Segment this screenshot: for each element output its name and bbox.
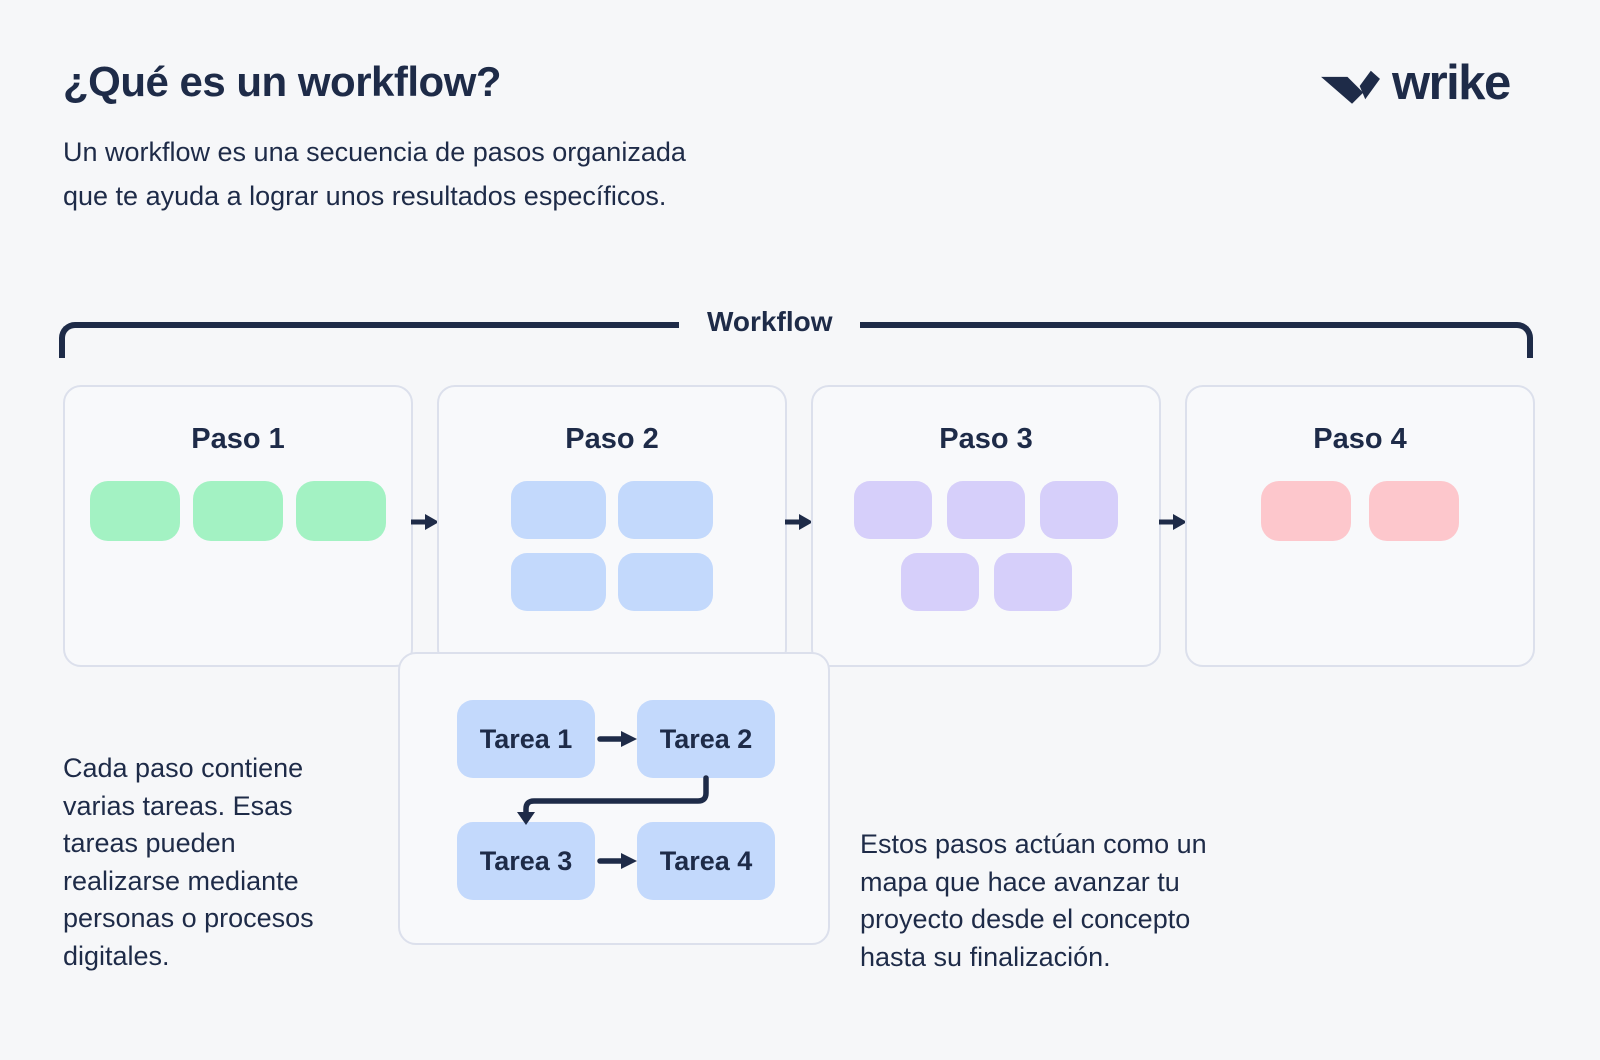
- task-block: [1369, 481, 1459, 541]
- task-block-row: [1261, 481, 1459, 541]
- task-block: [296, 481, 386, 541]
- bracket-line-left: [59, 322, 679, 358]
- task-card: Tarea 2: [637, 700, 775, 778]
- step-blocks: [1187, 481, 1533, 541]
- wrike-check-icon: [1321, 70, 1380, 104]
- wrike-logo: wrike: [1316, 55, 1511, 112]
- step-title: Paso 1: [191, 423, 285, 455]
- step-card-paso-1: Paso 1: [63, 385, 413, 667]
- step-card-paso-2: Paso 2: [437, 385, 787, 667]
- arrowhead: [621, 731, 637, 747]
- caption-left: Cada paso contiene varias tareas. Esas t…: [63, 753, 314, 971]
- step-blocks: [813, 481, 1159, 611]
- task-block: [1261, 481, 1351, 541]
- task-card: Tarea 1: [457, 700, 595, 778]
- task-card: Tarea 4: [637, 822, 775, 900]
- task-block: [511, 553, 606, 611]
- arrow-right-icon: [1159, 514, 1187, 530]
- task-block-row: [511, 481, 713, 539]
- task-block: [900, 553, 979, 611]
- task-block-row: [854, 481, 1118, 539]
- step-card-paso-3: Paso 3: [811, 385, 1161, 667]
- wrike-logo-text: wrike: [1392, 55, 1511, 110]
- workflow-bracket: Workflow: [59, 306, 1533, 358]
- caption-right: Estos pasos actúan como un mapa que hace…: [860, 829, 1207, 972]
- step-title: Paso 2: [565, 423, 659, 455]
- task-block: [193, 481, 283, 541]
- workflow-bracket-label: Workflow: [707, 306, 833, 337]
- task-block: [1040, 481, 1118, 539]
- task-block-row: [900, 553, 1072, 611]
- task-block: [993, 553, 1072, 611]
- step-title: Paso 4: [1313, 423, 1407, 455]
- task-block: [854, 481, 932, 539]
- task-block: [618, 553, 713, 611]
- elbow-task2-task3: [523, 775, 709, 816]
- task-block: [947, 481, 1025, 539]
- step-title: Paso 3: [939, 423, 1033, 455]
- task-detail-panel: Tarea 1 Tarea 2 Tarea 3 Tarea 4: [398, 652, 830, 945]
- step-card-paso-4: Paso 4: [1185, 385, 1535, 667]
- task-card: Tarea 3: [457, 822, 595, 900]
- page-subtitle: Un workflow es una secuencia de pasos or…: [63, 137, 686, 211]
- task-block: [90, 481, 180, 541]
- task-block: [511, 481, 606, 539]
- bracket-line-right: [860, 322, 1533, 358]
- task-block-row: [511, 553, 713, 611]
- arrowhead: [621, 853, 637, 869]
- arrow-right-icon: [411, 514, 439, 530]
- task-block-row: [90, 481, 386, 541]
- task-flow-connectors: [517, 731, 709, 869]
- page-title: ¿Qué es un workflow?: [63, 58, 502, 105]
- arrow-right-icon: [785, 514, 813, 530]
- step-blocks: [65, 481, 411, 541]
- step-blocks: [439, 481, 785, 611]
- task-block: [618, 481, 713, 539]
